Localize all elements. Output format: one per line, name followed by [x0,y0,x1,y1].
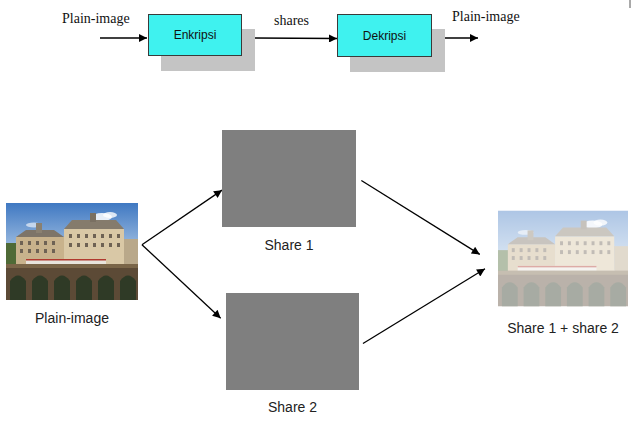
process-box: Enkripsi [148,14,242,56]
image-caption: Share 1 + share 2 [507,320,619,336]
input-arrow [100,37,147,38]
box-label: Enkripsi [174,28,217,42]
io-label: Plain-image [452,9,520,25]
plain-image-photo [6,203,138,300]
flow-arrow [142,245,221,319]
image-frame: Share 1 + share 2 [498,207,628,310]
edge-label: shares [274,13,309,29]
flow-arrow [142,190,222,245]
flow-arrow [242,37,337,39]
image-caption: Share 2 [268,399,317,415]
image-caption: Share 1 [264,237,313,253]
reconstructed-photo [498,211,628,307]
flow-arrow [363,269,485,344]
io-label: Plain-image [62,11,130,27]
edge-tick [630,0,631,8]
process-box: Dekripsi [337,14,432,57]
share-image: Share 1 [222,130,356,227]
image-caption: Plain-image [35,310,109,326]
image-frame: Plain-image [6,203,138,300]
box-label: Dekripsi [363,29,406,43]
output-arrow [433,37,478,38]
flow-arrow [361,180,479,254]
share-image: Share 2 [226,293,359,390]
photo-ground [498,207,628,310]
